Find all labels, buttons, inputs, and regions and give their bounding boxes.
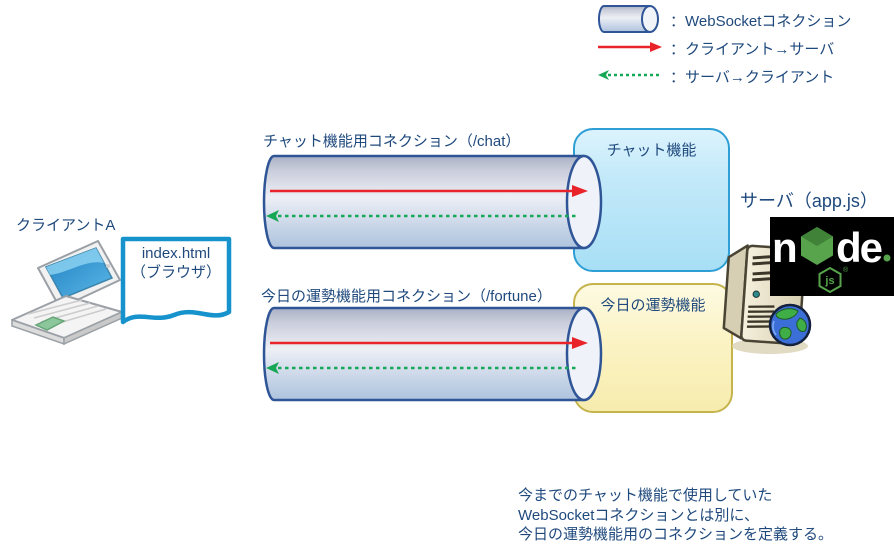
- globe-icon: [768, 303, 812, 347]
- note-line-3: 今日の運勢機能用のコネクションを定義する。: [518, 526, 834, 543]
- index-html-document: index.html （ブラウザ）: [120, 236, 232, 331]
- server-label: サーバ（app.js）: [740, 191, 878, 211]
- server-power-light: [752, 290, 760, 298]
- legend-item-client-to-server: ：クライアント→サーバ: [670, 41, 835, 58]
- document-browser-note: （ブラウザ）: [130, 264, 221, 281]
- fortune-websocket-cylinder: [262, 306, 603, 402]
- legend-item-websocket: ：WebSocketコネクション: [670, 13, 852, 30]
- note-line-1: 今までのチャット機能で使用していた: [518, 487, 773, 504]
- note-line-2: WebSocketコネクションとは別に、: [518, 506, 759, 524]
- nodejs-logo: n de js ®: [770, 217, 894, 296]
- green-dotted-arrow-left-icon: [598, 70, 660, 80]
- document-filename: index.html: [141, 245, 211, 262]
- document-text: index.html （ブラウザ）: [120, 244, 232, 282]
- fortune-feature-label: 今日の運勢機能: [600, 297, 706, 314]
- websocket-cylinder-icon: [598, 5, 659, 33]
- legend-item-server-to-client: ：サーバ→クライアント: [670, 69, 835, 86]
- laptop-icon: [11, 240, 123, 346]
- chat-feature-label: チャット機能: [606, 142, 697, 159]
- server-vents-bottom: [746, 305, 775, 328]
- nodejs-js-hexagon-icon: [818, 266, 842, 294]
- laptop-trackpad: [34, 316, 66, 331]
- client-label: クライアントA: [16, 217, 116, 234]
- note-text: 今までのチャット機能で使用していた WebSocketコネクションとは別に、 今…: [518, 486, 833, 545]
- nodejs-logo-n: n: [772, 224, 798, 271]
- fortune-connection-label: 今日の運勢機能用コネクション（/fortune）: [261, 288, 552, 305]
- nodejs-registered-mark: ®: [843, 266, 849, 274]
- chat-websocket-cylinder: [262, 154, 603, 250]
- nodejs-logo-de: de: [836, 224, 882, 271]
- red-solid-arrow-right-icon: [598, 42, 662, 52]
- nodejs-logo-js: js: [824, 275, 834, 287]
- document-shape-icon: [120, 236, 232, 325]
- chat-connection-label: チャット機能用コネクション（/chat）: [263, 133, 521, 150]
